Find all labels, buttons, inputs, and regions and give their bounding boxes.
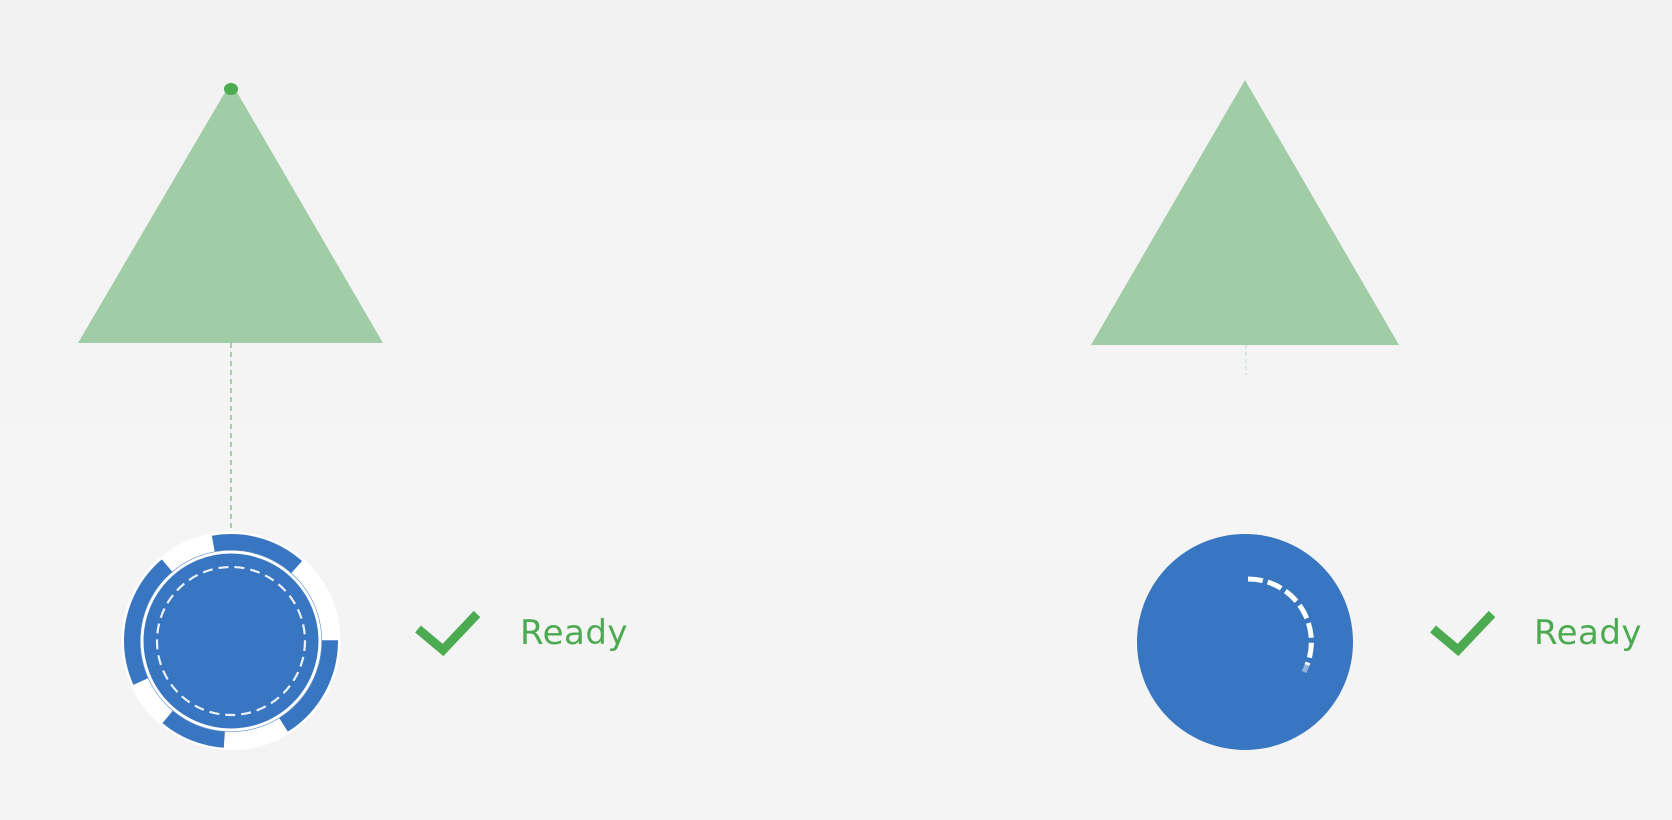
checkmark-icon-left bbox=[415, 610, 481, 657]
node-loading-spinner-icon bbox=[1137, 534, 1353, 750]
triangle-left bbox=[78, 82, 383, 343]
group-right bbox=[1091, 80, 1496, 750]
group-left bbox=[78, 82, 481, 751]
checkmark-icon-right bbox=[1430, 610, 1496, 657]
status-label-left: Ready bbox=[520, 613, 629, 653]
triangle-right bbox=[1091, 80, 1399, 345]
node-progress-ring-icon bbox=[121, 531, 341, 751]
apex-marker-dot bbox=[224, 83, 238, 95]
status-label-right: Ready bbox=[1534, 613, 1643, 653]
